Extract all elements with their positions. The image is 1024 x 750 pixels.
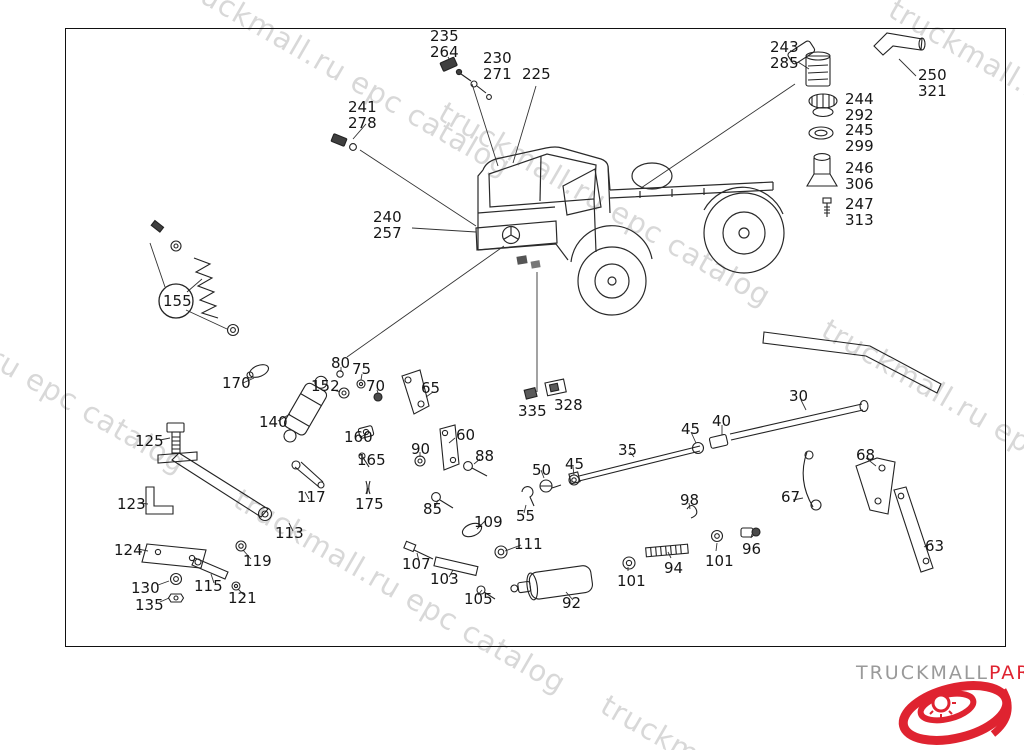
part-label: 107 — [402, 555, 431, 573]
part-label: 30 — [789, 387, 809, 405]
part-label: 313 — [845, 211, 874, 229]
part-label: 321 — [918, 82, 947, 100]
part-label: 170 — [222, 374, 251, 392]
part-label: 175 — [355, 495, 384, 513]
part-label: 94 — [664, 559, 684, 577]
part-label: 225 — [522, 65, 551, 83]
part-label: 88 — [475, 447, 495, 465]
part-label: 335 — [518, 402, 547, 420]
part-label: 45 — [681, 420, 701, 438]
part-label: 60 — [456, 426, 476, 444]
brand-logo-truckmall: TRUCKMALL — [856, 662, 990, 684]
brand-logo: TRUCKMALLPARTS — [856, 662, 1024, 684]
part-label: 240 — [373, 208, 402, 226]
diagram-frame — [65, 28, 1006, 647]
part-label: 140 — [259, 413, 288, 431]
part-label: 117 — [297, 488, 326, 506]
part-label: 75 — [352, 360, 372, 378]
part-label: 50 — [532, 461, 552, 479]
brand-logo-parts: PARTS — [989, 662, 1024, 684]
part-label: 328 — [554, 396, 583, 414]
part-label: 68 — [856, 446, 876, 464]
part-label: 111 — [514, 535, 543, 553]
part-label: 245 — [845, 121, 874, 139]
part-label: 124 — [114, 541, 143, 559]
part-label: 285 — [770, 54, 799, 72]
part-label: 250 — [918, 66, 947, 84]
part-label: 271 — [483, 65, 512, 83]
part-label: 306 — [845, 175, 874, 193]
part-label: 257 — [373, 224, 402, 242]
part-label: 247 — [845, 195, 874, 213]
part-label: 125 — [135, 432, 164, 450]
part-label: 109 — [474, 513, 503, 531]
part-label: 101 — [705, 552, 734, 570]
part-label: 80 — [331, 354, 351, 372]
part-label: 246 — [845, 159, 874, 177]
part-label: 40 — [712, 412, 732, 430]
part-label: 135 — [135, 596, 164, 614]
part-label: 292 — [845, 106, 874, 124]
part-label: 299 — [845, 137, 874, 155]
part-label: 244 — [845, 90, 874, 108]
part-label: 65 — [421, 379, 441, 397]
leader-lines — [137, 56, 933, 603]
part-label: 230 — [483, 49, 512, 67]
part-label: 103 — [430, 570, 459, 588]
part-sketches — [141, 32, 942, 603]
part-label: 152 — [311, 377, 340, 395]
part-label: 160 — [344, 428, 373, 446]
part-label: 85 — [423, 500, 443, 518]
part-label: 123 — [117, 495, 146, 513]
part-label: 98 — [680, 491, 700, 509]
part-label: 55 — [516, 507, 536, 525]
part-label: 115 — [194, 577, 223, 595]
truck-illustration — [475, 146, 785, 316]
part-label: 92 — [562, 594, 582, 612]
part-label: 130 — [131, 579, 160, 597]
part-label: 165 — [357, 451, 386, 469]
part-label: 264 — [430, 43, 459, 61]
part-label: 155 — [163, 292, 192, 310]
part-label: 105 — [464, 590, 493, 608]
part-label: 121 — [228, 589, 257, 607]
part-label: 101 — [617, 572, 646, 590]
part-label: 35 — [618, 441, 638, 459]
part-label: 241 — [348, 98, 377, 116]
part-label: 119 — [243, 552, 272, 570]
part-label: 113 — [275, 524, 304, 542]
part-label: 278 — [348, 114, 377, 132]
logo-swirl-graphic — [898, 681, 1012, 745]
part-label: 67 — [781, 488, 801, 506]
part-label: 96 — [742, 540, 762, 558]
part-label: 90 — [411, 440, 431, 458]
part-label: 235 — [430, 27, 459, 45]
part-label: 45 — [565, 455, 585, 473]
part-label: 70 — [366, 377, 386, 395]
part-label: 63 — [925, 537, 945, 555]
gear-icon — [926, 688, 956, 718]
part-label: 243 — [770, 38, 799, 56]
